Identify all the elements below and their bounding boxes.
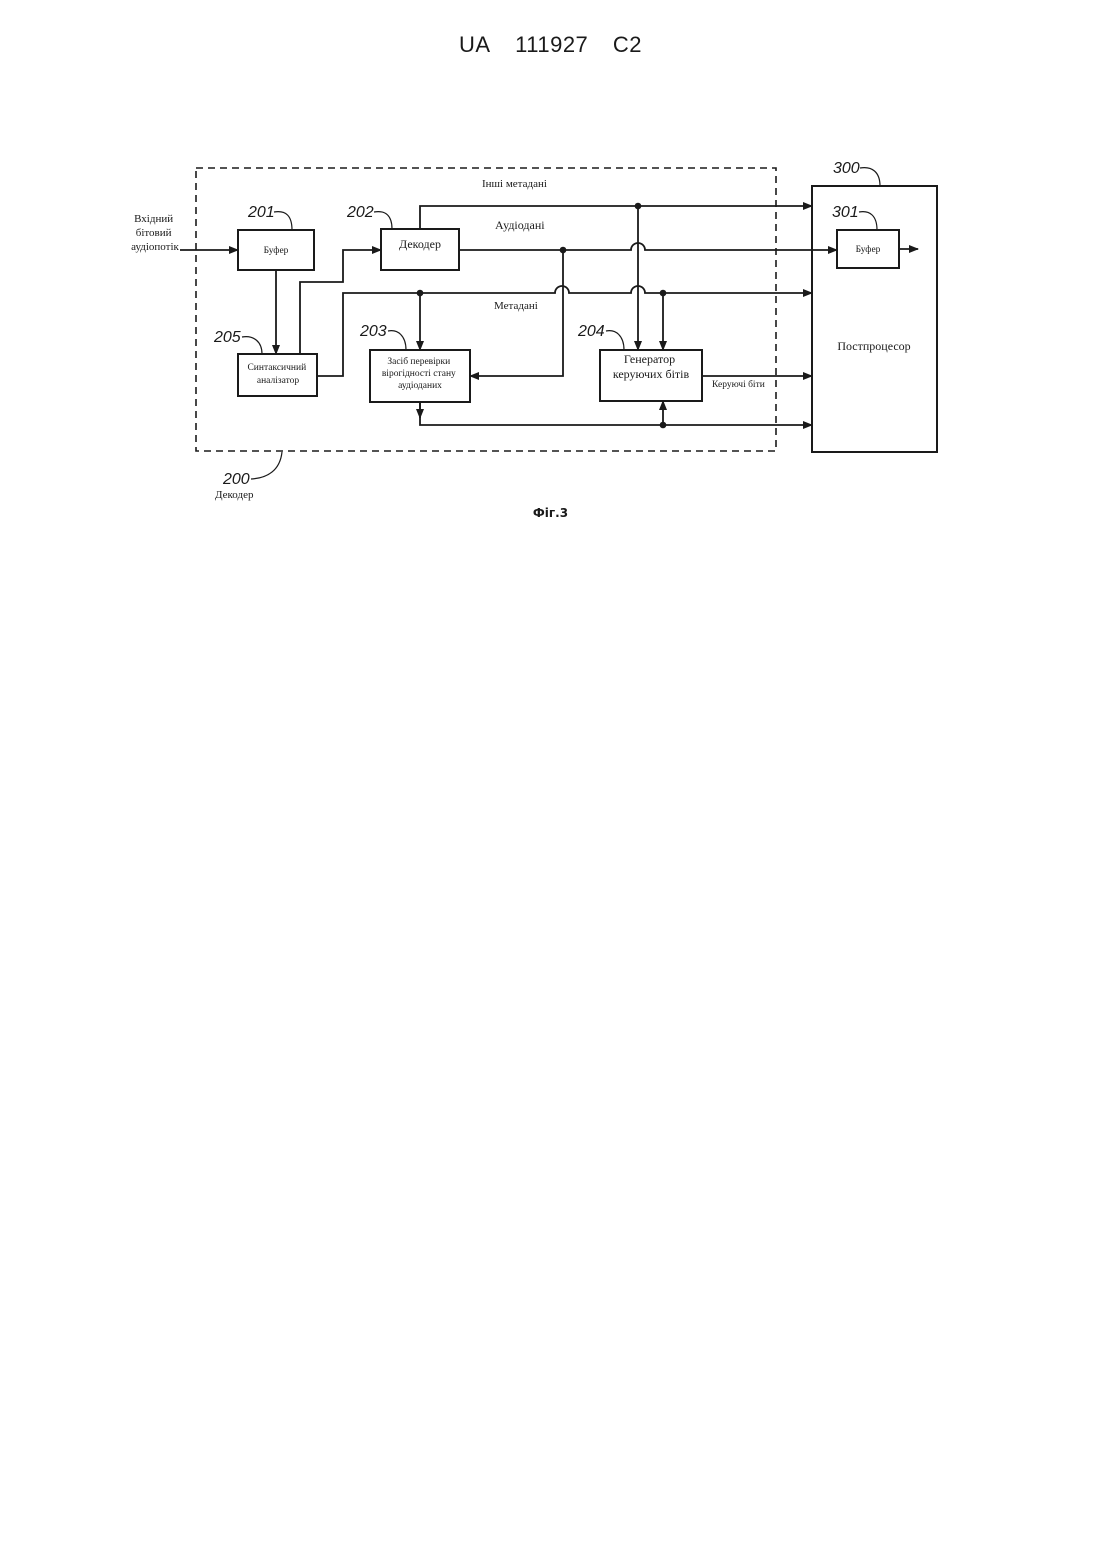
control-bits-generator-block: Генератор керуючих бітів [600,350,702,401]
svg-text:Постпроцесор: Постпроцесор [837,339,910,353]
svg-text:Генератор керуючих бітів: Генератор керуючих бітів [613,352,690,381]
svg-text:Декодер: Декодер [215,489,254,501]
svg-text:301: 301 [832,204,859,221]
svg-text:201: 201 [247,204,275,221]
svg-text:300: 300 [833,160,860,177]
decoder-block: Декодер [381,229,459,270]
reference-numerals: 201 202 205 203 204 300 301 200 Декодер [213,160,880,501]
signal-label-metadata: Метадані [494,300,538,312]
input-label: Вхідний бітовий аудіопотік [131,213,179,253]
signal-label-control-bits: Керуючі біти [712,379,765,390]
svg-text:202: 202 [346,204,374,221]
svg-text:205: 205 [213,329,241,346]
signal-label-other-metadata: Інші метадані [482,178,547,190]
svg-text:Декодер: Декодер [399,237,441,251]
figure-caption: Фіг.3 [0,506,1101,520]
svg-text:203: 203 [359,323,387,340]
validator-block: Засіб перевірки вірогідності стану аудіо… [370,350,470,402]
svg-text:Буфер: Буфер [856,244,881,255]
decoder-group-boundary [196,168,776,451]
signal-label-audio-data: Аудіодані [495,218,545,232]
postprocessor-block: Постпроцесор [812,186,937,452]
buffer-block: Буфер [238,230,314,270]
parser-block: Синтаксичний аналізатор [238,354,317,396]
svg-text:200: 200 [222,471,250,488]
svg-text:204: 204 [577,323,605,340]
post-buffer-block: Буфер [837,230,899,268]
block-diagram: Вхідний бітовий аудіопотік Буфер Декодер… [0,0,1101,560]
svg-text:Буфер: Буфер [264,245,289,256]
